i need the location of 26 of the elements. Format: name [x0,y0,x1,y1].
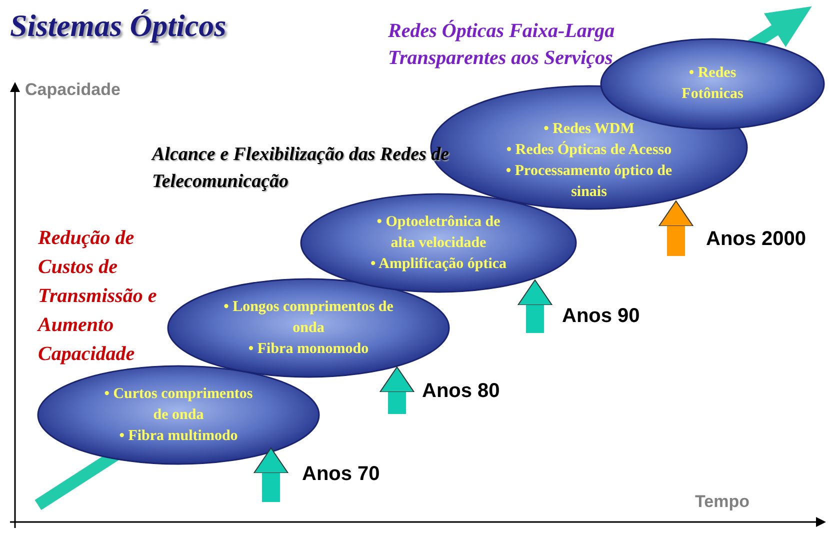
heading-text: Alcance e Flexibilização das Redes de Telecomunicação [152,143,450,194]
up-arrow [518,280,552,333]
ellipse-node [37,365,320,465]
bullet-text: • Fibra monomodo [248,340,369,358]
bullet-text: • Amplificação óptica [370,254,507,274]
decade-label: Anos 2000 [706,228,806,251]
up-arrow [254,448,288,502]
up-arrow [380,366,414,414]
decade-label: Anos 90 [562,305,640,328]
bullet-text: • Processamento óptico de sinais [504,162,674,202]
bullet-text: • Optoeletrônica de alta velocidade [376,212,502,252]
ellipse-node [167,278,450,378]
heading-text: Redes Ópticas Faixa-Larga Transparentes aos Serviços [388,18,616,71]
axis-label: Capacidade [25,80,120,100]
up-arrow [658,200,694,256]
bullet-text: • Redes Ópticas de Acesso [506,140,672,160]
title: Sistemas Ópticos [10,8,226,44]
axis-label: Tempo [695,492,750,512]
decade-label: Anos 80 [422,380,500,403]
bullet-text: • Longos comprimentos de onda [224,298,394,338]
bullet-text: • Redes WDM [544,120,634,138]
bullet-text: • Redes Fotônicas [680,64,744,104]
heading-text: Redução de Custos de Transmissão e Aumento Capacidade [38,226,158,367]
decade-label: Anos 70 [302,463,380,486]
bullet-text: • Fibra multimodo [119,426,238,446]
bullet-text: • Curtos comprimentos de onda [104,384,254,424]
